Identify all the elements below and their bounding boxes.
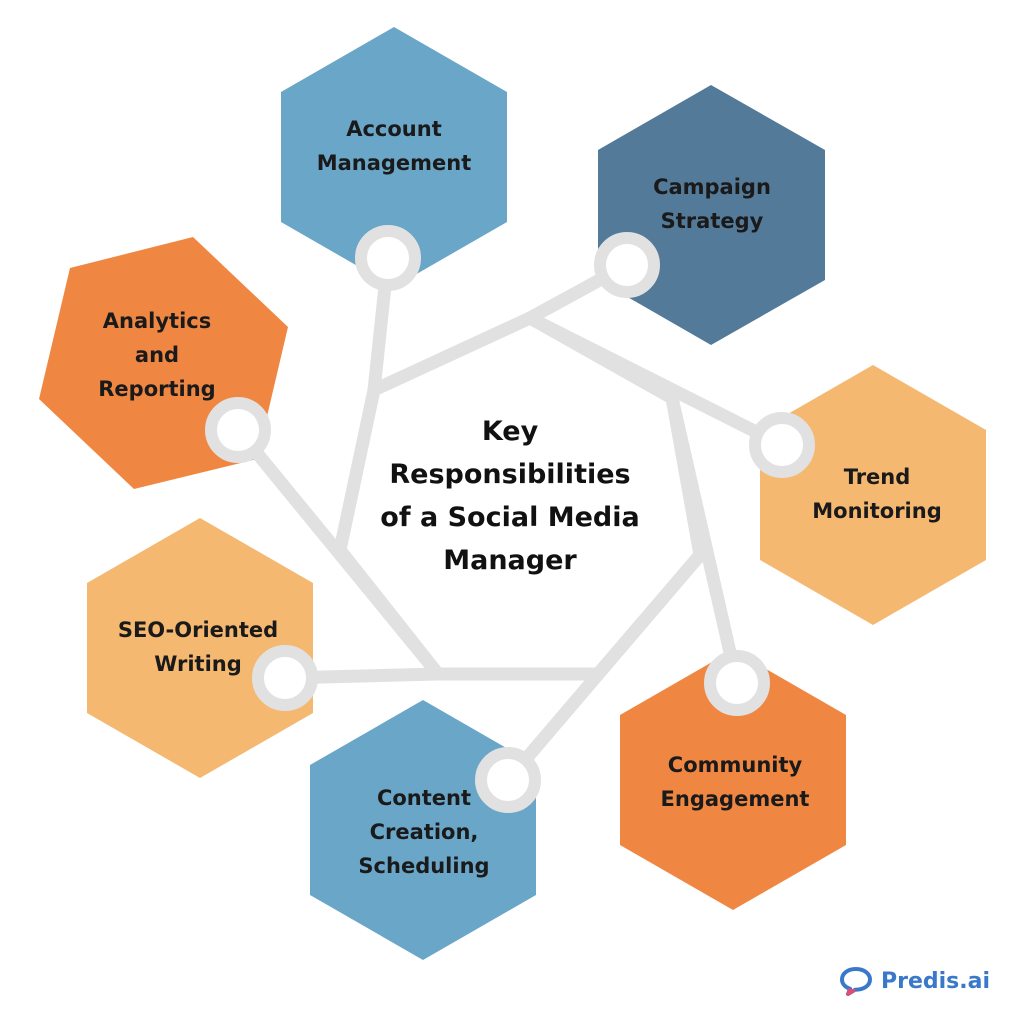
connector-nodes	[205, 225, 815, 813]
brand-name: Predis.ai	[880, 968, 990, 994]
hexagon-trend	[760, 365, 986, 625]
label-community: Community Engagement	[660, 753, 810, 811]
hexagon-community	[620, 650, 846, 910]
spoke-community	[665, 391, 744, 690]
label-account: Account Management	[316, 117, 472, 175]
label-content: Content Creation, Scheduling	[358, 786, 490, 878]
brand-logo: Predis.ai	[839, 966, 990, 996]
node-ring-seo	[252, 645, 318, 711]
node-ring-campaign	[594, 232, 660, 298]
spoke-trend	[523, 311, 789, 452]
label-analytics: Analytics and Reporting	[98, 309, 216, 401]
node-ring-trend	[749, 412, 815, 478]
hexagon-account	[281, 27, 507, 287]
center-title: Key Responsibilities of a Social Media M…	[380, 416, 640, 576]
label-campaign: Campaign Strategy	[653, 175, 771, 233]
spoke-content	[501, 548, 707, 787]
node-ring-content	[475, 747, 541, 813]
node-ring-analytics	[205, 397, 271, 463]
label-trend: Trend Monitoring	[812, 465, 942, 523]
spoke-analytics	[231, 423, 445, 681]
hexagon-seo	[87, 518, 313, 778]
node-ring-community	[704, 650, 770, 716]
node-ring-account	[355, 225, 421, 291]
label-seo: SEO-Oriented Writing	[117, 618, 279, 676]
chat-bubble-logo-icon	[839, 967, 872, 996]
